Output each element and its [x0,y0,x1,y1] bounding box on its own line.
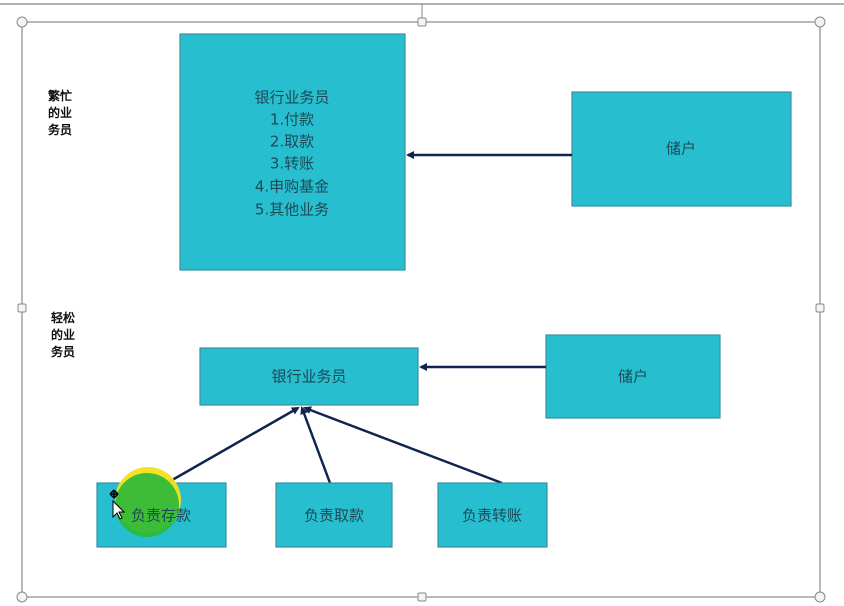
teller-line: 银行业务员 [254,89,329,107]
resize-handle-sw[interactable] [16,591,28,603]
resize-handle-e[interactable] [815,303,825,313]
teller-line: 5.其他业务 [255,201,329,219]
move-cursor-icon [109,489,126,520]
arrow-transfer-to-teller[interactable] [303,406,503,485]
teller-line: 3.转账 [270,155,314,173]
teller-line: 1.付款 [270,111,314,129]
label-line: 的业 [48,105,72,120]
resize-handle-w[interactable] [17,303,27,313]
specialist-label: 负责取款 [304,507,364,525]
transfer-box[interactable]: 负责转账 [437,482,548,548]
arrow-withdraw-to-teller[interactable] [300,406,332,484]
resize-handle-s[interactable] [417,592,427,602]
label-line: 轻松 [51,310,75,325]
busy-teller-box[interactable]: 银行业务员 1.付款 2.取款 3.转账 4.申购基金 5.其他业务 [179,33,406,271]
busy-customer-box[interactable]: 储户 [571,91,792,207]
label-line: 繁忙 [48,88,72,103]
relaxed-teller-box[interactable]: 银行业务员 [199,347,419,406]
cursor-highlight [115,473,179,537]
teller-label: 银行业务员 [271,368,346,386]
teller-line: 4.申购基金 [255,178,329,196]
specialist-label: 负责转账 [462,507,522,525]
customer-label: 储户 [666,140,696,158]
resize-handle-se[interactable] [814,591,826,603]
resize-handle-ne[interactable] [814,16,826,28]
customer-label: 储户 [618,368,648,386]
specialist-label: 负责存款 [131,507,191,525]
label-line: 的业 [51,327,75,342]
busy-teller-label: 繁忙 的业 务员 [48,88,72,137]
withdraw-box[interactable]: 负责取款 [275,482,393,548]
label-line: 务员 [48,122,72,137]
relaxed-customer-box[interactable]: 储户 [545,334,721,419]
relaxed-teller-label: 轻松 的业 务员 [51,310,75,359]
arrow-deposit-to-teller[interactable] [166,406,300,485]
label-line: 务员 [51,344,75,359]
resize-handle-nw[interactable] [16,16,28,28]
resize-handle-n[interactable] [417,17,427,27]
teller-line: 2.取款 [270,133,314,151]
